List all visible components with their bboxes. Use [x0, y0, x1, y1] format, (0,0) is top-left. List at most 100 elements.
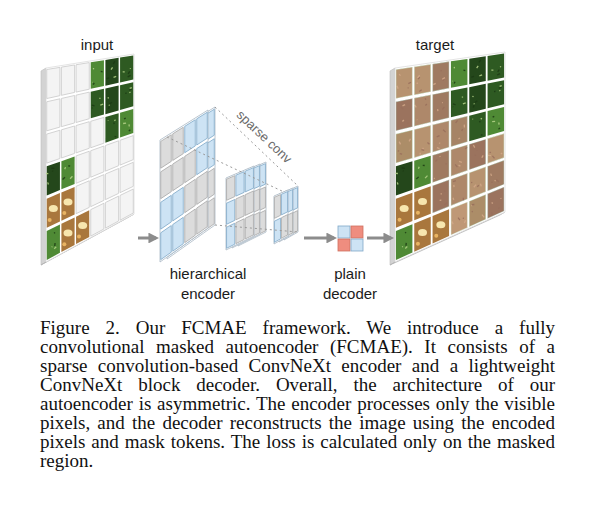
leaf-stroke — [498, 123, 500, 125]
reconstructed-patch — [488, 187, 505, 219]
feature-map — [279, 188, 293, 242]
image-patch — [91, 89, 104, 119]
masked-feature — [185, 179, 196, 212]
leaf-stroke — [473, 103, 475, 105]
leaf-stroke — [462, 96, 463, 97]
image-patch — [469, 112, 486, 142]
masked-feature — [173, 157, 184, 190]
stage-label: plain decoder — [315, 264, 385, 304]
image-patch — [414, 217, 431, 252]
panel-base — [46, 54, 134, 262]
reconstructed-patch — [451, 173, 468, 205]
masked-patch — [61, 95, 74, 126]
masked-feature — [197, 201, 208, 234]
masked-feature — [161, 165, 172, 199]
leaf-stroke — [479, 121, 481, 122]
leaf-stroke — [124, 117, 126, 119]
highlight — [418, 198, 427, 205]
visible-feature — [236, 172, 244, 196]
masked-patch — [120, 136, 133, 166]
image-patch — [469, 84, 486, 113]
image-patch — [433, 180, 450, 213]
feature-map — [274, 190, 288, 244]
highlight — [78, 222, 87, 229]
reconstructed-patch — [396, 98, 413, 130]
image-patch — [433, 209, 450, 243]
highlight — [64, 199, 73, 206]
leaf-stroke — [108, 97, 109, 99]
leaf-stroke — [64, 167, 66, 169]
leaf-stroke — [113, 123, 115, 124]
target-image-panel: target — [395, 52, 505, 262]
highlight — [64, 229, 73, 236]
masked-feature — [185, 209, 196, 243]
reconstructed-patch — [433, 91, 450, 122]
reconstructed-patch — [488, 134, 505, 164]
leaf-stroke — [128, 75, 131, 76]
highlight — [400, 205, 409, 212]
highlight — [434, 234, 438, 238]
image-patch — [469, 167, 486, 199]
decoder-cell — [351, 239, 363, 251]
masked-patch — [91, 203, 104, 236]
leaf-stroke — [129, 92, 131, 93]
masked-feature — [236, 195, 244, 220]
panel-title: target — [371, 36, 499, 54]
hierarchical-encoder: hierarchical encoder — [160, 104, 300, 262]
reconstructed-patch — [469, 194, 486, 226]
image-patch — [488, 53, 505, 80]
image-patch — [414, 95, 431, 127]
leaf-stroke — [499, 90, 501, 91]
figure-caption: Figure 2. Our FCMAE framework. We introd… — [40, 318, 555, 470]
leaf-stroke — [70, 176, 72, 179]
leaf-stroke — [130, 68, 132, 70]
flow-arrow — [367, 237, 391, 240]
image-patch — [488, 160, 505, 191]
masked-patch — [61, 126, 74, 158]
leaf-stroke — [130, 87, 132, 89]
visible-feature — [245, 168, 253, 192]
image-patch — [488, 187, 505, 219]
leaf-stroke — [99, 98, 100, 99]
leaf-stroke — [499, 128, 501, 129]
leaf-stroke — [397, 182, 399, 184]
image-patch — [414, 125, 431, 157]
highlight — [398, 218, 402, 222]
reconstructed-patch — [488, 160, 505, 191]
leaf-stroke — [123, 123, 126, 125]
highlight — [48, 218, 52, 222]
leaf-stroke — [129, 89, 132, 91]
leaf-stroke — [46, 173, 48, 174]
image-patch — [61, 217, 74, 252]
reconstructed-patch — [451, 145, 468, 177]
leaf-stroke — [423, 165, 425, 166]
image-patch — [47, 225, 60, 260]
leaf-stroke — [453, 82, 455, 84]
encoder-blocks — [160, 107, 298, 262]
reconstructed-patch — [396, 67, 413, 99]
leaf-stroke — [497, 74, 500, 75]
image-patch — [451, 116, 468, 147]
visible-feature — [197, 112, 208, 145]
leaf-stroke — [107, 120, 108, 122]
image-patch — [488, 134, 505, 164]
leaf-stroke — [91, 82, 93, 83]
leaf-stroke — [53, 232, 55, 233]
masked-patch — [120, 162, 133, 192]
reconstructed-patch — [414, 125, 431, 157]
leaf-stroke — [108, 107, 110, 109]
leaf-stroke — [418, 167, 420, 169]
masked-feature — [281, 215, 287, 239]
leaf-stroke — [452, 106, 453, 108]
reconstructed-patch — [414, 95, 431, 127]
masked-patch — [76, 63, 89, 92]
reconstructed-patch — [469, 139, 486, 170]
leaf-stroke — [128, 124, 130, 126]
leaf-stroke — [106, 77, 109, 79]
leaf-stroke — [68, 165, 70, 166]
leaf-stroke — [479, 60, 481, 63]
slab-side — [390, 68, 395, 265]
image-patch — [414, 64, 431, 95]
leaf-stroke — [125, 92, 126, 94]
masked-patch — [105, 196, 118, 228]
